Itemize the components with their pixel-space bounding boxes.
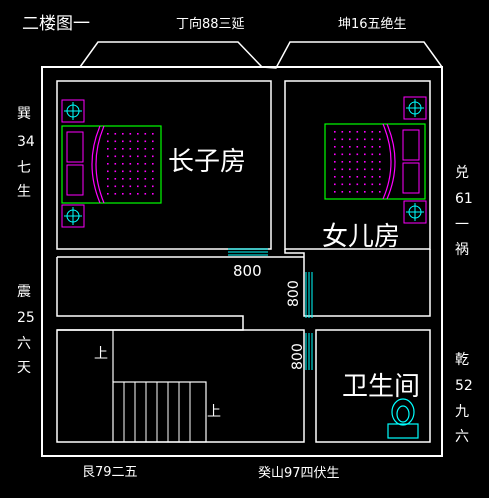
label-line: 乾 [455, 352, 469, 368]
label-line: 兑 [455, 165, 469, 181]
corridor-wall-lower [56, 257, 244, 331]
toilet-icon [387, 398, 419, 439]
bed-pattern-2 [334, 131, 381, 193]
label-line: 52 [455, 378, 473, 394]
right-label-2: 乾 52 九 六 [455, 352, 473, 445]
stair-up-label-1: 上 [94, 346, 108, 362]
right-label-1: 兑 61 一 祸 [455, 165, 473, 258]
label-line: 25 [17, 310, 35, 326]
outer-wall [41, 66, 443, 457]
room-label-daughter: 女儿房 [322, 222, 400, 252]
label-line: 九 [455, 404, 469, 420]
label-line: 一 [455, 217, 469, 233]
dimension-door2: 800 [286, 280, 302, 307]
stair-treads [123, 382, 191, 442]
bed-elder-son [61, 125, 162, 204]
room-label-bathroom: 卫生间 [342, 372, 420, 402]
bed-daughter [324, 123, 426, 200]
lamp-icon [61, 99, 85, 123]
left-label-1: 巽 34 七 生 [17, 106, 35, 200]
label-line: 六 [455, 429, 469, 445]
label-line: 祸 [455, 242, 469, 258]
daughter-room-wall [284, 80, 431, 250]
elder-son-room-wall [56, 80, 272, 250]
stair-flight [112, 381, 207, 443]
door-bathroom [305, 333, 313, 370]
label-line: 七 [17, 160, 31, 176]
dimension-door3: 800 [290, 343, 306, 370]
bottom-right-label: 癸山97四伏生 [258, 466, 340, 481]
bottom-left-label: 艮79二五 [82, 465, 138, 480]
plan-title: 二楼图一 [22, 14, 90, 34]
door-elder-son [228, 248, 268, 256]
stair-up-label-2: 上 [207, 404, 221, 420]
label-line: 震 [17, 284, 31, 300]
label-line: 生 [17, 184, 31, 200]
top-left-label: 丁向88三延 [176, 16, 245, 32]
label-line: 34 [17, 134, 35, 150]
roof-outline [79, 41, 443, 69]
daughter-room-lower-wall [284, 249, 431, 317]
label-line: 巽 [17, 106, 31, 122]
door-daughter [305, 272, 313, 318]
left-label-2: 震 25 六 天 [17, 284, 35, 376]
label-line: 天 [17, 360, 31, 376]
bathroom-wall [315, 329, 431, 443]
label-line: 六 [17, 336, 31, 352]
bed-pattern-1 [107, 133, 154, 195]
label-line: 61 [455, 191, 473, 207]
lamp-icon [403, 200, 427, 224]
room-label-elder-son: 长子房 [168, 147, 246, 177]
dimension-door1: 800 [233, 262, 262, 280]
lamp-icon [61, 204, 85, 228]
top-right-label: 坤16五绝生 [338, 16, 407, 32]
lamp-icon [403, 96, 427, 120]
